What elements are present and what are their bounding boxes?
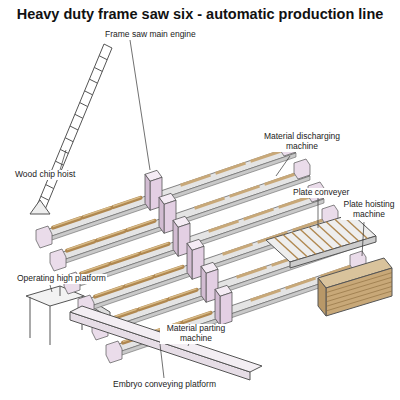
conveyer-plate — [318, 224, 342, 246]
log — [81, 264, 109, 273]
log-highlight — [183, 312, 211, 321]
sawn-beam — [237, 267, 267, 277]
log — [113, 198, 141, 207]
title: Heavy duty frame saw six - automatic pro… — [0, 6, 400, 22]
log-highlight — [127, 220, 155, 229]
part-label: Plate conveyer — [292, 188, 350, 198]
engine-side — [215, 289, 220, 325]
hoist-tie — [41, 196, 49, 200]
hoist-tie — [60, 149, 68, 153]
log — [141, 244, 169, 253]
log-highlight — [83, 207, 111, 216]
log-highlight — [169, 289, 197, 298]
plate-layer — [326, 286, 392, 306]
hoist-tie — [46, 185, 54, 189]
sawn-beam — [223, 244, 253, 254]
embryo-conveying-platform — [70, 306, 262, 380]
part-label: Frame saw main engine — [104, 30, 197, 40]
conveyer-plate — [326, 222, 350, 244]
engine-side — [173, 220, 178, 256]
wood-chip-hoist — [30, 44, 112, 214]
log-highlight — [111, 253, 139, 262]
parting-unit — [50, 249, 66, 271]
sawn-beam — [286, 278, 316, 288]
hoist-tie — [80, 103, 88, 107]
log-highlight — [95, 286, 123, 295]
hoist-tie — [70, 126, 78, 130]
sawn-beam — [216, 163, 246, 173]
engine-side — [187, 243, 192, 279]
parting-unit — [106, 341, 122, 363]
sawn-beam — [279, 197, 309, 207]
log-highlight — [139, 299, 167, 308]
log-highlight — [67, 240, 95, 249]
conveyer-plate — [300, 230, 324, 252]
plate-conveyer — [266, 214, 376, 268]
hoist-tie — [85, 91, 93, 95]
conveyer-plate — [275, 237, 299, 259]
hoist-tie — [89, 79, 97, 83]
sawn-beam — [251, 290, 281, 300]
sawn-beam — [265, 174, 295, 184]
log — [155, 267, 183, 276]
log-highlight — [155, 266, 183, 275]
part-label: Operating high platform — [16, 274, 107, 284]
log — [95, 287, 123, 296]
conveyer-plate — [283, 235, 307, 257]
sawn-beam — [230, 186, 260, 196]
log-highlight — [53, 217, 81, 226]
hoist-tie — [65, 138, 73, 142]
log — [97, 231, 125, 240]
sawn-beam — [244, 209, 274, 219]
log — [183, 313, 211, 322]
parting-unit — [36, 226, 52, 248]
log — [139, 300, 167, 309]
log — [125, 277, 153, 286]
plate-layer — [326, 291, 392, 311]
plate-hoisting-machine — [318, 258, 392, 316]
part-label: Embryo conveying platform — [112, 380, 217, 390]
log-highlight — [81, 263, 109, 272]
engine-side — [145, 174, 150, 210]
part-label: Material discharging machine — [262, 132, 342, 152]
log — [127, 221, 155, 230]
engine-front — [220, 292, 232, 325]
plate-layer — [326, 282, 392, 302]
discharging-unit — [294, 159, 310, 179]
log — [53, 218, 81, 227]
log-highlight — [125, 276, 153, 285]
leader-lines — [50, 40, 364, 378]
part-label: Plate hoisting machine — [341, 200, 397, 220]
part-label: Material parting machine — [160, 324, 232, 344]
conveyer-plate — [335, 219, 359, 241]
log-highlight — [141, 243, 169, 252]
engine-side — [159, 197, 164, 233]
log — [67, 241, 95, 250]
sawn-beam — [251, 151, 281, 161]
sawn-beam — [209, 221, 239, 231]
conveyer-plate — [292, 232, 316, 254]
log — [111, 254, 139, 263]
hoist-tie — [94, 67, 102, 71]
sawn-beam — [195, 198, 225, 208]
part-label: Wood chip hoist — [14, 170, 76, 180]
log — [83, 208, 111, 217]
hoist-tie — [75, 114, 83, 118]
log-highlight — [97, 230, 125, 239]
log — [169, 290, 197, 299]
sawn-beam — [181, 175, 211, 185]
hoist-tie — [99, 56, 107, 60]
engine-side — [201, 266, 206, 302]
conveyer-plate — [309, 227, 333, 249]
log-highlight — [113, 197, 141, 206]
